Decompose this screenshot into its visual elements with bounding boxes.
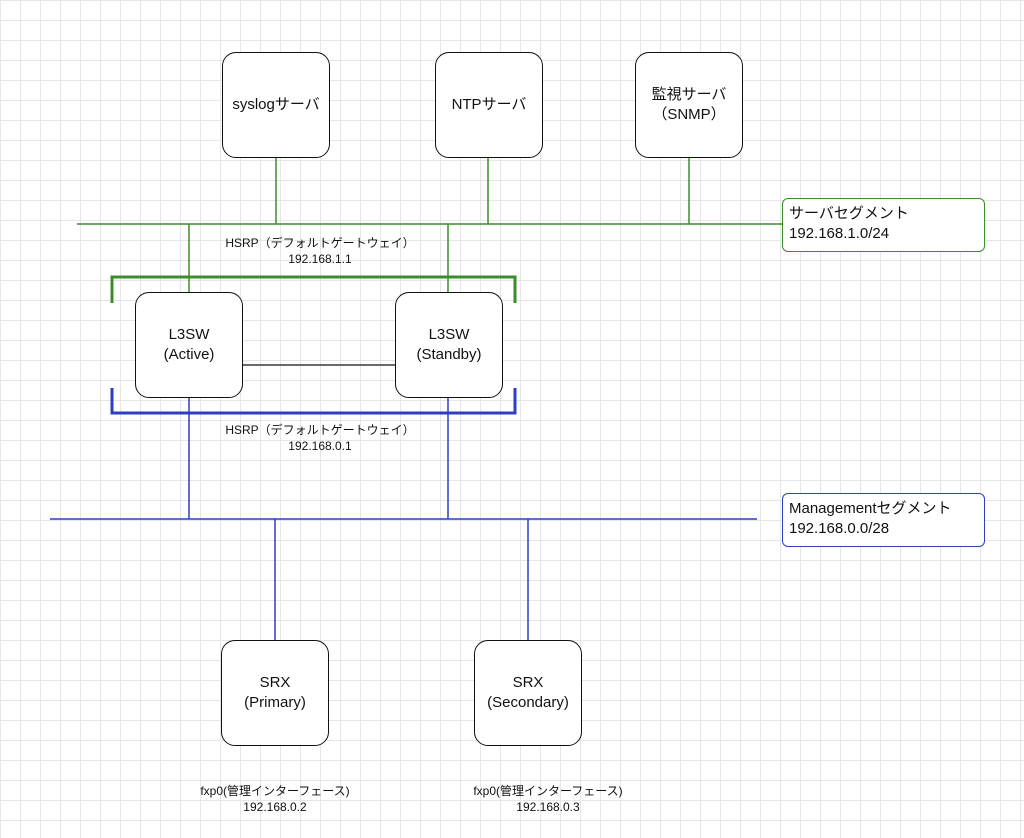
syslog-server-label: syslogサーバ bbox=[232, 96, 320, 113]
l3sw-active-name: L3SW bbox=[168, 326, 210, 343]
monitoring-server-protocol: （SNMP） bbox=[652, 106, 726, 123]
ntp-server-node[interactable]: NTPサーバ bbox=[435, 52, 543, 158]
management-segment-name: Managementセグメント bbox=[789, 500, 952, 517]
l3sw-active-node[interactable]: L3SW (Active) bbox=[135, 292, 243, 398]
syslog-server-node[interactable]: syslogサーバ bbox=[222, 52, 330, 158]
srx-secondary-name: SRX bbox=[512, 674, 544, 691]
hsrp-server-group-bracket bbox=[110, 275, 517, 303]
hsrp-server-title: HSRP（デフォルトゲートウェイ） bbox=[225, 236, 415, 250]
fxp0-secondary-ip: 192.168.0.3 bbox=[516, 800, 580, 814]
server-segment-name: サーバセグメント bbox=[789, 205, 909, 222]
fxp0-primary-label: fxp0(管理インターフェース) bbox=[200, 784, 350, 798]
l3sw-standby-node[interactable]: L3SW (Standby) bbox=[395, 292, 503, 398]
srx-primary-node[interactable]: SRX (Primary) bbox=[221, 640, 329, 746]
management-segment-label[interactable]: Managementセグメント 192.168.0.0/28 bbox=[782, 493, 985, 547]
hsrp-server-gateway-note: HSRP（デフォルトゲートウェイ） 192.168.1.1 bbox=[160, 235, 480, 267]
server-segment-label[interactable]: サーバセグメント 192.168.1.0/24 bbox=[782, 198, 985, 252]
l3sw-active-role: (Active) bbox=[163, 346, 215, 363]
fxp0-primary-note: fxp0(管理インターフェース) 192.168.0.2 bbox=[140, 783, 410, 815]
hsrp-management-ip: 192.168.0.1 bbox=[288, 439, 352, 453]
hsrp-server-ip: 192.168.1.1 bbox=[288, 252, 352, 266]
hsrp-management-gateway-note: HSRP（デフォルトゲートウェイ） 192.168.0.1 bbox=[160, 422, 480, 454]
ntp-server-label: NTPサーバ bbox=[451, 96, 527, 113]
srx-primary-name: SRX bbox=[259, 674, 291, 691]
hsrp-management-title: HSRP（デフォルトゲートウェイ） bbox=[225, 423, 415, 437]
fxp0-secondary-label: fxp0(管理インターフェース) bbox=[473, 784, 623, 798]
management-segment-subnet: 192.168.0.0/28 bbox=[789, 520, 890, 537]
srx-secondary-node[interactable]: SRX (Secondary) bbox=[474, 640, 582, 746]
fxp0-primary-ip: 192.168.0.2 bbox=[243, 800, 307, 814]
srx-primary-role: (Primary) bbox=[244, 694, 306, 711]
server-segment-subnet: 192.168.1.0/24 bbox=[789, 225, 890, 242]
monitoring-server-label: 監視サーバ bbox=[651, 86, 727, 103]
monitoring-server-node[interactable]: 監視サーバ （SNMP） bbox=[635, 52, 743, 158]
l3sw-standby-name: L3SW bbox=[428, 326, 470, 343]
hsrp-management-group-bracket bbox=[110, 388, 517, 415]
fxp0-secondary-note: fxp0(管理インターフェース) 192.168.0.3 bbox=[413, 783, 683, 815]
l3sw-standby-role: (Standby) bbox=[416, 346, 482, 363]
srx-secondary-role: (Secondary) bbox=[487, 694, 569, 711]
